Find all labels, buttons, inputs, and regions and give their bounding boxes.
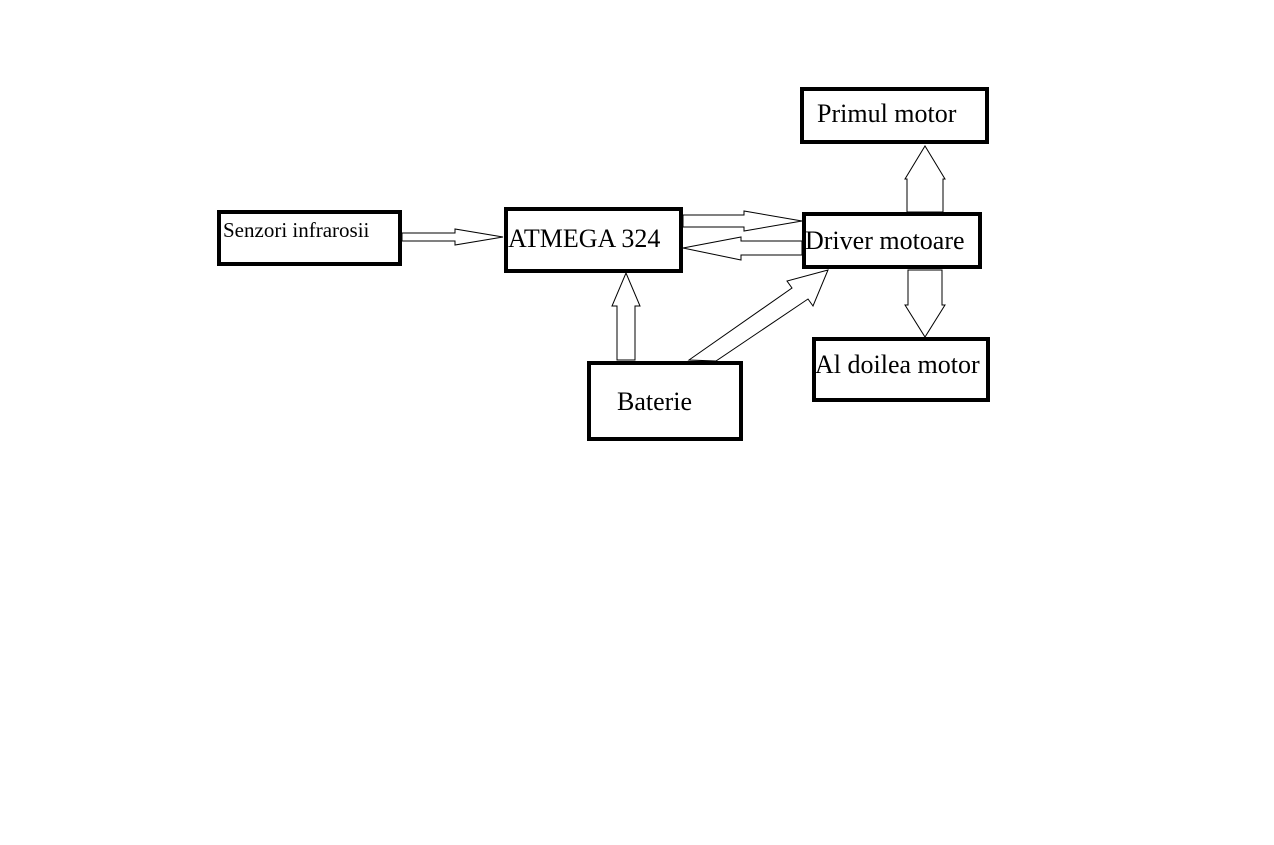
label-primul-motor: Primul motor (817, 99, 957, 128)
box-driver-motoare (802, 212, 982, 269)
box-primul-motor (800, 87, 989, 144)
arrow-baterie-to-driver (687, 269, 829, 362)
box-baterie (587, 361, 743, 441)
arrow-atmega-to-driver (682, 210, 803, 232)
arrow-driver-to-primul-motor (904, 145, 946, 213)
arrow-senzori-to-atmega (401, 228, 504, 246)
box-atmega-324 (504, 207, 683, 273)
label-baterie: Baterie (617, 387, 692, 416)
arrow-baterie-to-atmega (611, 271, 641, 361)
label-atmega-324: ATMEGA 324 (508, 224, 660, 253)
arrow-driver-to-atmega (682, 236, 803, 261)
box-senzori-infrarosii (217, 210, 402, 266)
box-al-doilea-motor (812, 337, 990, 402)
label-driver-motoare: Driver motoare (805, 226, 965, 255)
label-senzori-infrarosii: Senzori infrarosii (223, 218, 370, 242)
arrow-driver-to-doilea-motor (904, 269, 946, 338)
label-al-doilea-motor: Al doilea motor (815, 350, 980, 379)
